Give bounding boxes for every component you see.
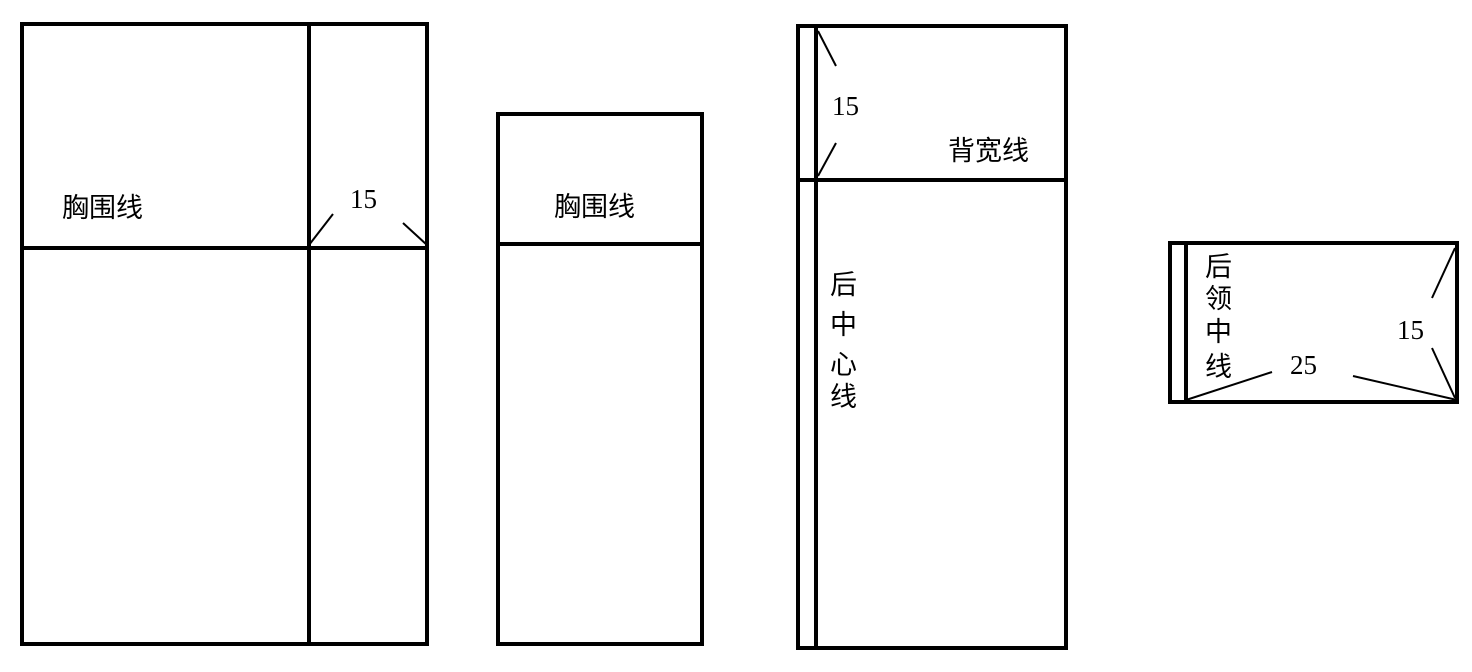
back-measure-label: 15 xyxy=(832,91,859,121)
collar-center-line-label: 后 领 中 线 xyxy=(1205,252,1232,383)
collar-width-label: 25 xyxy=(1290,350,1317,380)
center-back-char-2: 中 xyxy=(830,310,857,341)
front-bust-line-label: 胸围线 xyxy=(62,193,143,224)
collar-measure-mark-right xyxy=(1352,375,1458,401)
center-back-line-label: 后 中 心 线 xyxy=(830,270,857,413)
collar-char-2: 领 xyxy=(1205,284,1232,315)
collar-outline xyxy=(1168,241,1459,404)
center-back-char-4: 线 xyxy=(830,382,857,413)
collar-char-4: 线 xyxy=(1205,352,1232,383)
side-outline xyxy=(496,112,704,646)
front-measure-mark-right xyxy=(402,222,428,246)
pattern-piece-back: 15 背宽线 后 中 心 线 xyxy=(796,24,1068,650)
front-measure-mark-left xyxy=(308,213,334,246)
back-measure-mark-bottom xyxy=(817,142,837,177)
side-bust-line-label: 胸围线 xyxy=(554,192,635,223)
collar-char-3: 中 xyxy=(1205,317,1232,348)
center-back-char-3: 心 xyxy=(830,350,857,381)
collar-char-1: 后 xyxy=(1205,252,1232,283)
front-measure-label: 15 xyxy=(350,184,377,214)
pattern-piece-front: 胸围线 15 xyxy=(20,22,429,646)
collar-measure-mark-bottom xyxy=(1431,347,1456,399)
front-outline xyxy=(20,22,429,646)
pattern-piece-side: 胸围线 xyxy=(496,112,704,646)
collar-measure-mark-left xyxy=(1185,371,1273,401)
back-outline xyxy=(796,24,1068,650)
pattern-piece-collar: 25 15 后 领 中 线 xyxy=(1168,241,1459,404)
back-measure-mark-top xyxy=(817,30,837,67)
collar-height-label: 15 xyxy=(1397,315,1424,345)
center-back-char-1: 后 xyxy=(830,270,857,301)
back-width-line-label: 背宽线 xyxy=(948,136,1029,167)
collar-measure-mark-top xyxy=(1431,247,1456,299)
